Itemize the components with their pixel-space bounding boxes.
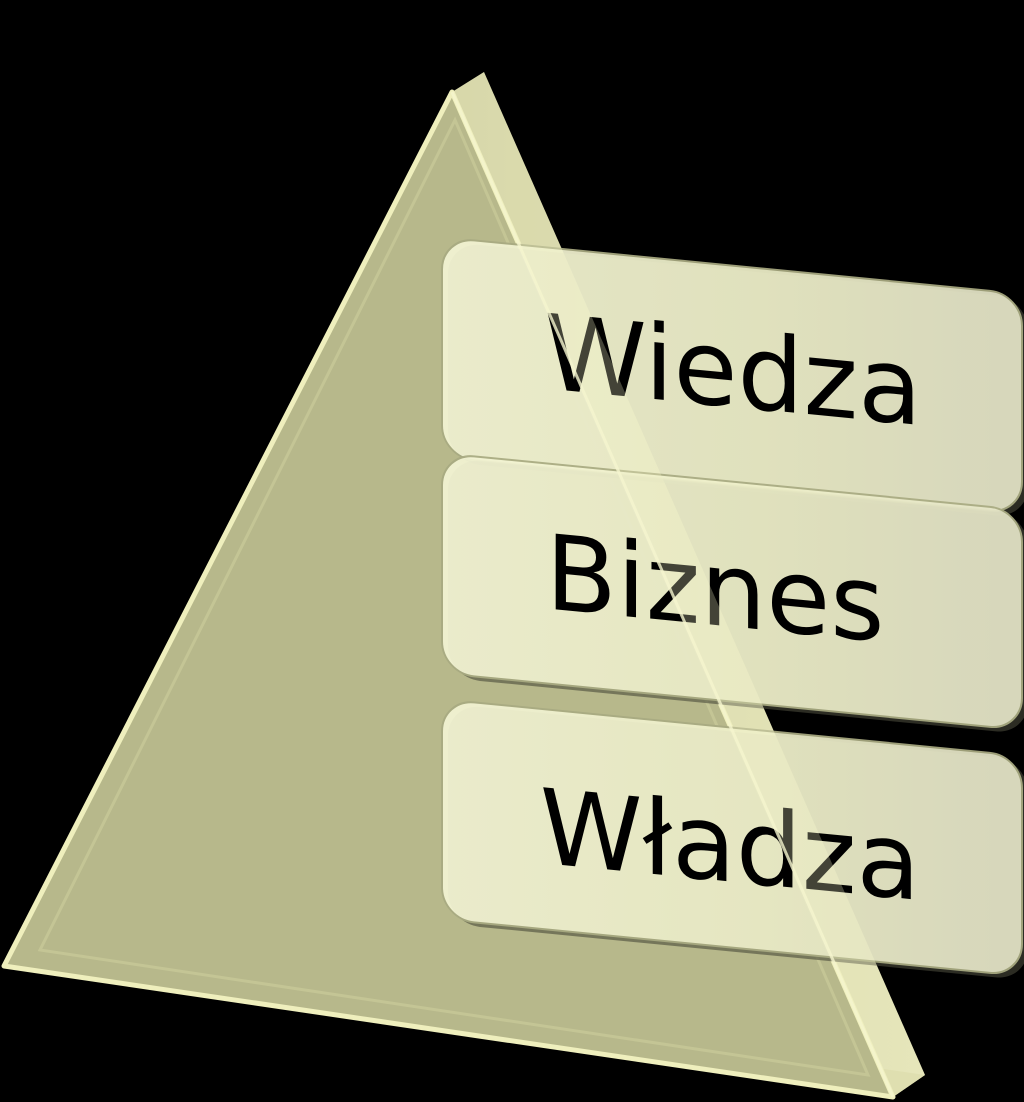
pyramid-edge-overlay (452, 72, 925, 1097)
pyramid-level-biznes: Biznes (441, 455, 1024, 732)
pyramid-edge-line (450, 91, 895, 1098)
level-box (441, 455, 1023, 728)
pyramid-level-wiedza: Wiedza (441, 239, 1024, 516)
pyramid-level-wladza: Władza (441, 701, 1024, 978)
